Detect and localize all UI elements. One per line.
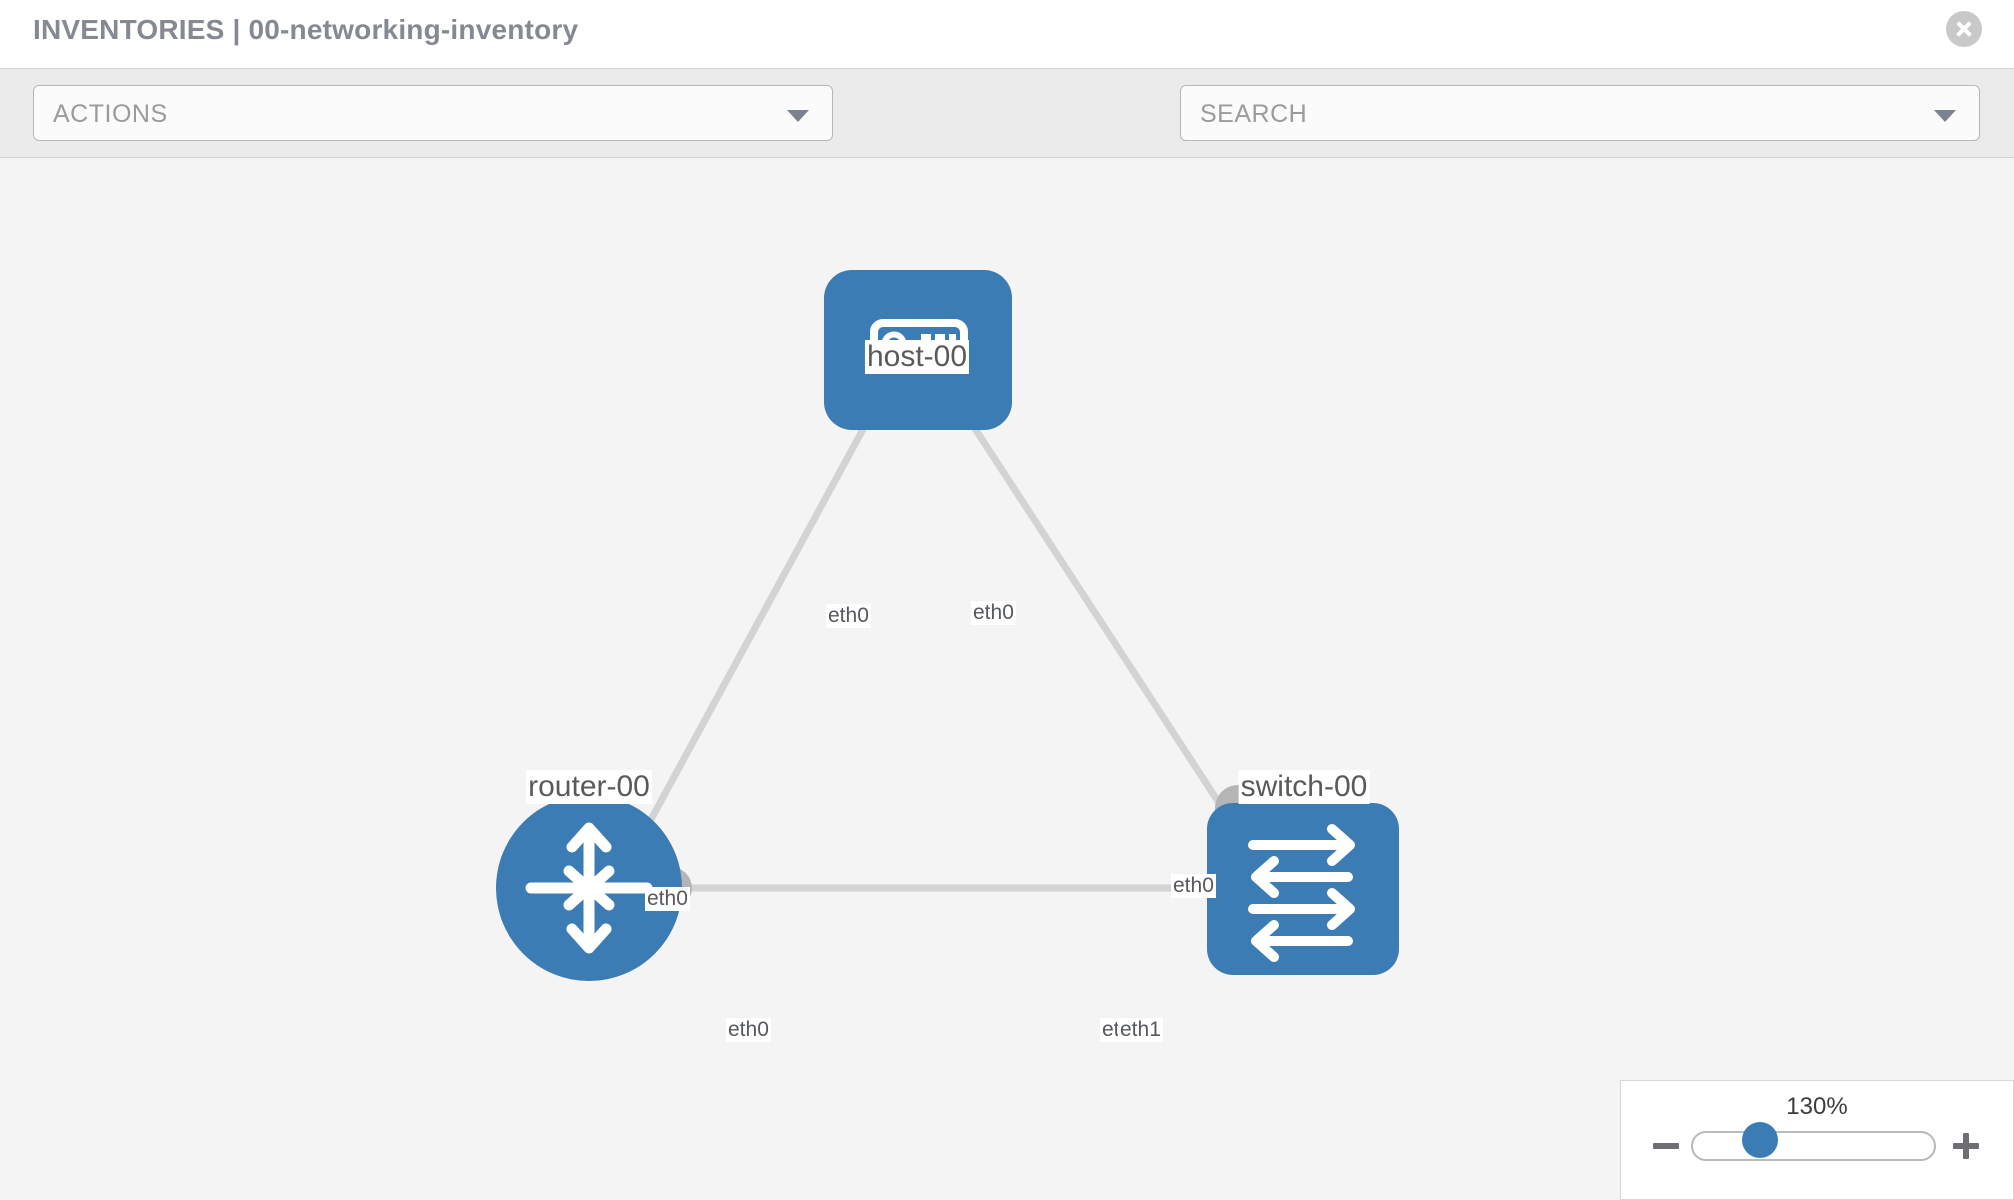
topology-graph <box>496 270 1399 981</box>
zoom-slider-thumb[interactable] <box>1742 1122 1778 1158</box>
switch-arrows-icon <box>1248 824 1355 962</box>
page-title: INVENTORIES | 00-networking-inventory <box>33 14 579 45</box>
node-router-00 <box>496 795 682 981</box>
search-placeholder: SEARCH <box>1200 100 1308 128</box>
link-host-router <box>626 396 884 860</box>
node-label-host-00[interactable]: host-00 <box>864 340 970 374</box>
window-header: INVENTORIES | 00-networking-inventory <box>0 0 2014 68</box>
iface-label-switch-eth0-north: eth0 <box>1171 874 1216 898</box>
router-arrows-icon <box>525 822 653 954</box>
search-input[interactable]: SEARCH <box>1180 85 1980 141</box>
toolbar: ACTIONS SEARCH <box>0 68 2014 199</box>
actions-dropdown-label: ACTIONS <box>53 100 168 128</box>
search-chevron-down-icon[interactable] <box>1934 110 1956 122</box>
actions-dropdown[interactable]: ACTIONS <box>33 85 833 141</box>
iface-label-switch-eth1: eth1 <box>1118 1018 1163 1042</box>
node-label-router-00[interactable]: router-00 <box>526 770 652 804</box>
topology-canvas[interactable]: host-00 router-00 switch-00 eth0 eth0 et… <box>0 158 2014 1200</box>
topology-links <box>626 396 1258 892</box>
zoom-out-button[interactable] <box>1651 1131 1681 1161</box>
zoom-slider-track[interactable] <box>1691 1131 1936 1161</box>
node-label-switch-00[interactable]: switch-00 <box>1238 770 1370 804</box>
link-host-switch <box>952 396 1258 860</box>
iface-label-host-eth0-left: eth0 <box>826 604 871 628</box>
iface-label-router-eth0-north: eth0 <box>645 887 690 911</box>
zoom-in-button[interactable] <box>1951 1131 1981 1161</box>
iface-label-host-eth0-right: eth0 <box>971 601 1016 625</box>
chevron-down-icon <box>787 110 809 122</box>
node-switch-00 <box>1207 803 1399 975</box>
zoom-level-value: 130% <box>1786 1093 1848 1120</box>
close-icon[interactable] <box>1946 11 1982 47</box>
topology-connectors <box>650 351 1261 911</box>
zoom-control-panel: 130% <box>1620 1080 2014 1200</box>
iface-label-router-eth0-east: eth0 <box>726 1018 771 1042</box>
